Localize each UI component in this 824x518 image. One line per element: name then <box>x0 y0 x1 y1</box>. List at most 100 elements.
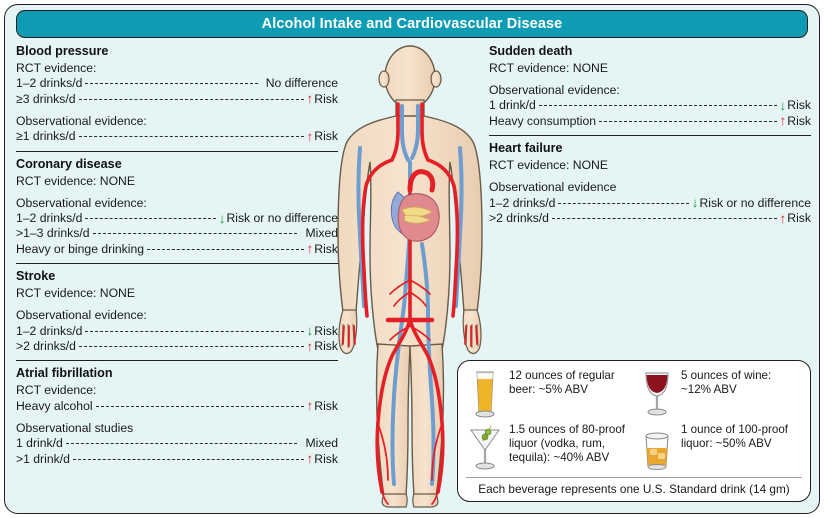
evidence-outcome-label: Risk or no difference <box>226 211 338 226</box>
dotted-leader <box>85 218 216 220</box>
legend-item-liquor-80proof-label: 1.5 ounces of 80-proof liquor (vodka, ru… <box>509 423 626 465</box>
dotted-leader <box>558 202 689 204</box>
section-divider <box>489 135 811 137</box>
veins <box>356 104 464 486</box>
evidence-row: >1–3 drinks/d Mixed <box>16 226 338 241</box>
block-spacer <box>16 414 338 421</box>
arrow-up-icon: ↑ <box>779 210 787 226</box>
section-title: Blood pressure <box>16 44 109 58</box>
block-spacer <box>489 76 811 83</box>
legend-item-liquor-80proof: 1.5 ounces of 80-proof liquor (vodka, ru… <box>466 422 638 474</box>
evidence-dose-label: >2 drinks/d <box>16 339 76 354</box>
dotted-leader <box>147 248 304 250</box>
block-spacer <box>16 301 338 308</box>
arrow-up-icon: ↑ <box>306 91 314 107</box>
evidence-outcome-label: Risk <box>787 113 811 128</box>
section-divider <box>16 360 338 362</box>
evidence-outcome-label: Risk <box>314 241 338 256</box>
evidence-outcome: ↑Risk <box>307 452 338 467</box>
evidence-outcome: ↓Risk or no difference <box>219 211 338 226</box>
evidence-row: ≥1 drinks/d↑Risk <box>16 129 338 144</box>
evidence-heading: RCT evidence: NONE <box>16 173 135 188</box>
evidence-heading: Observational studies <box>16 421 134 436</box>
human-circulatory-figure <box>326 44 494 510</box>
section-divider <box>16 263 338 265</box>
evidence-outcome-label: Risk or no difference <box>699 195 811 210</box>
evidence-dose-label: 1–2 drinks/d <box>16 323 83 338</box>
evidence-outcome-label: Risk <box>314 398 338 413</box>
evidence-dose-label: >2 drinks/d <box>489 211 549 226</box>
evidence-dose-label: 1 drink/d <box>16 436 63 451</box>
page-title: Alcohol Intake and Cardiovascular Diseas… <box>261 16 563 32</box>
evidence-dose-label: >1 drink/d <box>16 451 70 466</box>
heart-illustration <box>390 191 440 242</box>
evidence-row: ≥3 drinks/d ↑Risk <box>16 92 338 107</box>
arteries <box>360 102 460 494</box>
standard-drink-legend: 12 ounces of regular beer: ~5% ABV 5 oun… <box>457 360 811 502</box>
arrow-up-icon: ↑ <box>306 398 314 414</box>
beer-glass-icon <box>466 368 504 420</box>
legend-item-liquor-100proof: 1 ounce of 100-proof liquor: ~50% ABV <box>638 422 804 474</box>
evidence-row: Heavy or binge drinking↑Risk <box>16 242 338 257</box>
evidence-heading: Observational evidence <box>489 180 617 195</box>
evidence-row: 1–2 drinks/d ↓Risk <box>16 324 338 339</box>
arrow-up-icon: ↑ <box>306 338 314 354</box>
capillary-branches <box>342 279 478 505</box>
poster-header-bar: Alcohol Intake and Cardiovascular Diseas… <box>16 10 808 38</box>
dotted-leader <box>72 458 304 460</box>
evidence-row: 1 drink/d Mixed <box>16 436 338 451</box>
evidence-dose-label: ≥3 drinks/d <box>16 91 76 106</box>
evidence-dose-label: 1–2 drinks/d <box>16 211 83 226</box>
evidence-heading: Observational evidence: <box>489 83 620 98</box>
evidence-heading: Observational evidence: <box>16 114 147 129</box>
section-title: Sudden death <box>489 44 573 58</box>
evidence-heading: RCT evidence: NONE <box>489 158 608 173</box>
evidence-outcome-label: Mixed <box>305 226 338 241</box>
evidence-dose-label: >1–3 drinks/d <box>16 226 90 241</box>
evidence-outcome-label: Mixed <box>305 436 338 451</box>
evidence-outcome: ↑Risk <box>307 399 338 414</box>
arrow-up-icon: ↑ <box>306 451 314 467</box>
evidence-outcome-label: Risk <box>314 129 338 144</box>
evidence-outcome: ↓Risk or no difference <box>692 196 811 211</box>
evidence-outcome: ↓Risk <box>307 324 338 339</box>
evidence-outcome: ↑Risk <box>307 92 338 107</box>
evidence-row: Heavy consumption↑Risk <box>489 114 811 129</box>
evidence-outcome: Mixed <box>300 436 338 451</box>
dotted-leader <box>599 120 777 122</box>
evidence-heading: RCT evidence: NONE <box>16 286 135 301</box>
block-spacer <box>16 189 338 196</box>
evidence-outcome: Mixed <box>300 226 338 241</box>
evidence-row: >2 drinks/d↑Risk <box>489 211 811 226</box>
legend-item-wine: 5 ounces of wine: ~12% ABV <box>638 368 804 420</box>
dotted-leader <box>78 136 304 138</box>
evidence-dose-label: 1–2 drinks/d <box>489 195 556 210</box>
legend-item-beer-label: 12 ounces of regular beer: ~5% ABV <box>509 369 615 397</box>
dotted-leader <box>92 233 298 235</box>
evidence-heading: Observational evidence: <box>16 308 147 323</box>
arrow-down-icon: ↓ <box>691 195 699 211</box>
evidence-outcome-label: Risk <box>314 323 338 338</box>
evidence-dose-label: Heavy consumption <box>489 113 597 128</box>
evidence-row: 1–2 drinks/d ↓Risk or no difference <box>489 196 811 211</box>
dotted-leader <box>551 218 777 220</box>
evidence-row: >2 drinks/d↑Risk <box>16 339 338 354</box>
aortic-arch <box>407 169 436 193</box>
section-title: Coronary disease <box>16 156 122 171</box>
evidence-row: 1 drink/d↓Risk <box>489 98 811 113</box>
evidence-outcome-label: No difference <box>265 76 338 91</box>
dotted-leader <box>85 83 258 85</box>
evidence-dose-label: Heavy or binge drinking <box>16 241 145 256</box>
arrow-down-icon: ↓ <box>779 97 787 113</box>
dotted-leader <box>65 443 298 445</box>
evidence-row: Heavy alcohol↑Risk <box>16 399 338 414</box>
evidence-heading: RCT evidence: <box>16 61 97 75</box>
